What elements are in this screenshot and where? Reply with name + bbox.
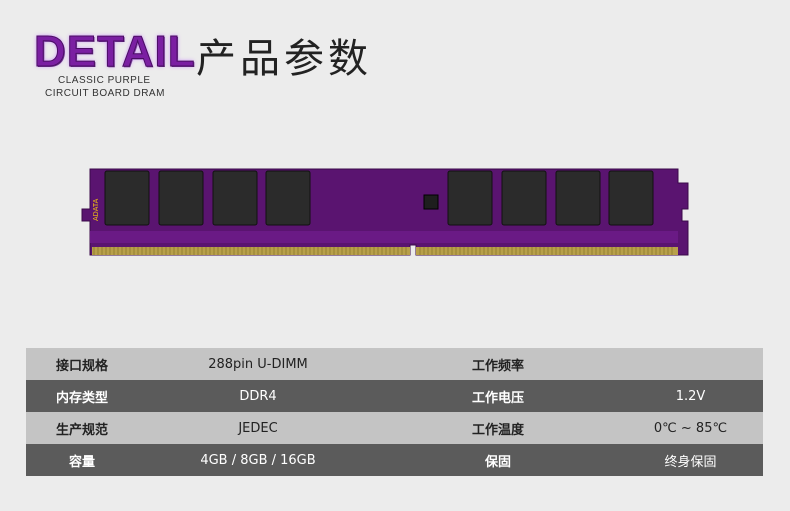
spec-value — [618, 348, 763, 380]
spec-value: 1.2V — [618, 380, 763, 412]
page-title: 产品参数 — [196, 36, 372, 82]
memory-chip — [608, 170, 654, 226]
gold-contacts-left — [92, 247, 410, 255]
spec-key: 工作温度 — [378, 412, 618, 444]
memory-chip — [555, 170, 601, 226]
spec-value: 0℃ ~ 85℃ — [618, 412, 763, 444]
table-row: 内存类型 DDR4 工作电压 1.2V — [26, 380, 763, 412]
table-row: 容量 4GB / 8GB / 16GB 保固 终身保固 — [26, 444, 763, 476]
spec-key: 内存类型 — [26, 380, 138, 412]
spec-key: 容量 — [26, 444, 138, 476]
spec-key: 工作频率 — [378, 348, 618, 380]
spd-chip — [423, 194, 439, 210]
table-row: 接口规格 288pin U-DIMM 工作频率 — [26, 348, 763, 380]
logo-subtitle-line2: CIRCUIT BOARD DRAM — [45, 88, 165, 99]
spec-key: 保固 — [378, 444, 618, 476]
memory-chip — [212, 170, 258, 226]
spec-key: 工作电压 — [378, 380, 618, 412]
gold-contacts-right — [416, 247, 678, 255]
memory-chip — [158, 170, 204, 226]
spec-value: 4GB / 8GB / 16GB — [138, 444, 378, 476]
memory-chip — [447, 170, 493, 226]
spec-value: 终身保固 — [618, 444, 763, 476]
detail-logo: DETAIL — [34, 27, 196, 76]
spec-table: 接口规格 288pin U-DIMM 工作频率 内存类型 DDR4 工作电压 1… — [26, 348, 763, 476]
spec-key: 接口规格 — [26, 348, 138, 380]
spec-value: JEDEC — [138, 412, 378, 444]
memory-chips-right — [447, 170, 654, 226]
spec-value: 288pin U-DIMM — [138, 348, 378, 380]
pcb-stripe — [90, 231, 678, 243]
memory-chips-left — [104, 170, 311, 226]
brand-label: ADATA — [93, 198, 100, 221]
memory-chip — [501, 170, 547, 226]
memory-chip — [265, 170, 311, 226]
memory-chip — [104, 170, 150, 226]
spec-value: DDR4 — [138, 380, 378, 412]
table-row: 生产规范 JEDEC 工作温度 0℃ ~ 85℃ — [26, 412, 763, 444]
ram-module-image: ADATA — [81, 168, 689, 256]
logo-subtitle-line1: CLASSIC PURPLE — [58, 75, 151, 86]
spec-key: 生产规范 — [26, 412, 138, 444]
header: DETAIL CLASSIC PURPLE CIRCUIT BOARD DRAM… — [0, 0, 790, 110]
